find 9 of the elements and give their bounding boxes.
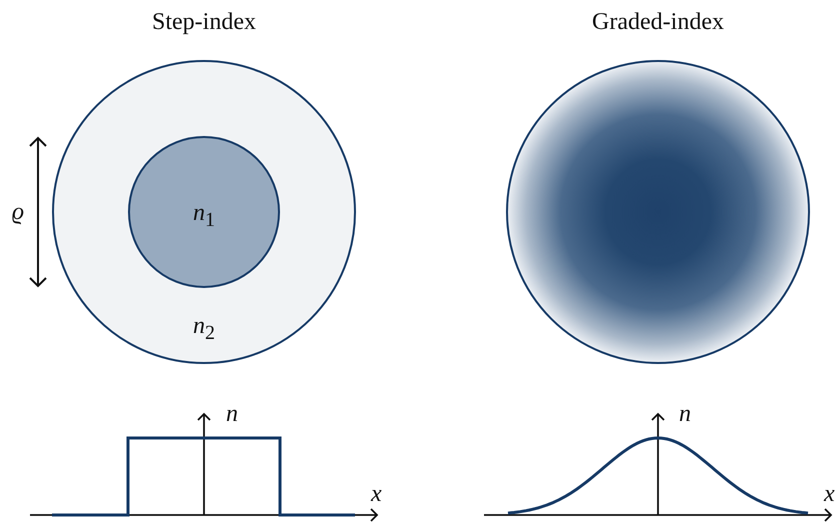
refractive-index-label: n$_{1}$ xyxy=(193,201,215,230)
panel-title: Graded-index xyxy=(592,10,724,34)
axis-label: n xyxy=(226,402,238,426)
radius-label: ϱ xyxy=(12,200,24,224)
axis-label: x xyxy=(371,482,382,506)
panel-title: Step-index xyxy=(152,10,256,34)
axis-label: x xyxy=(824,482,835,506)
axis-label: n xyxy=(679,402,691,426)
refractive-index-label: n$_{2}$ xyxy=(193,314,215,343)
